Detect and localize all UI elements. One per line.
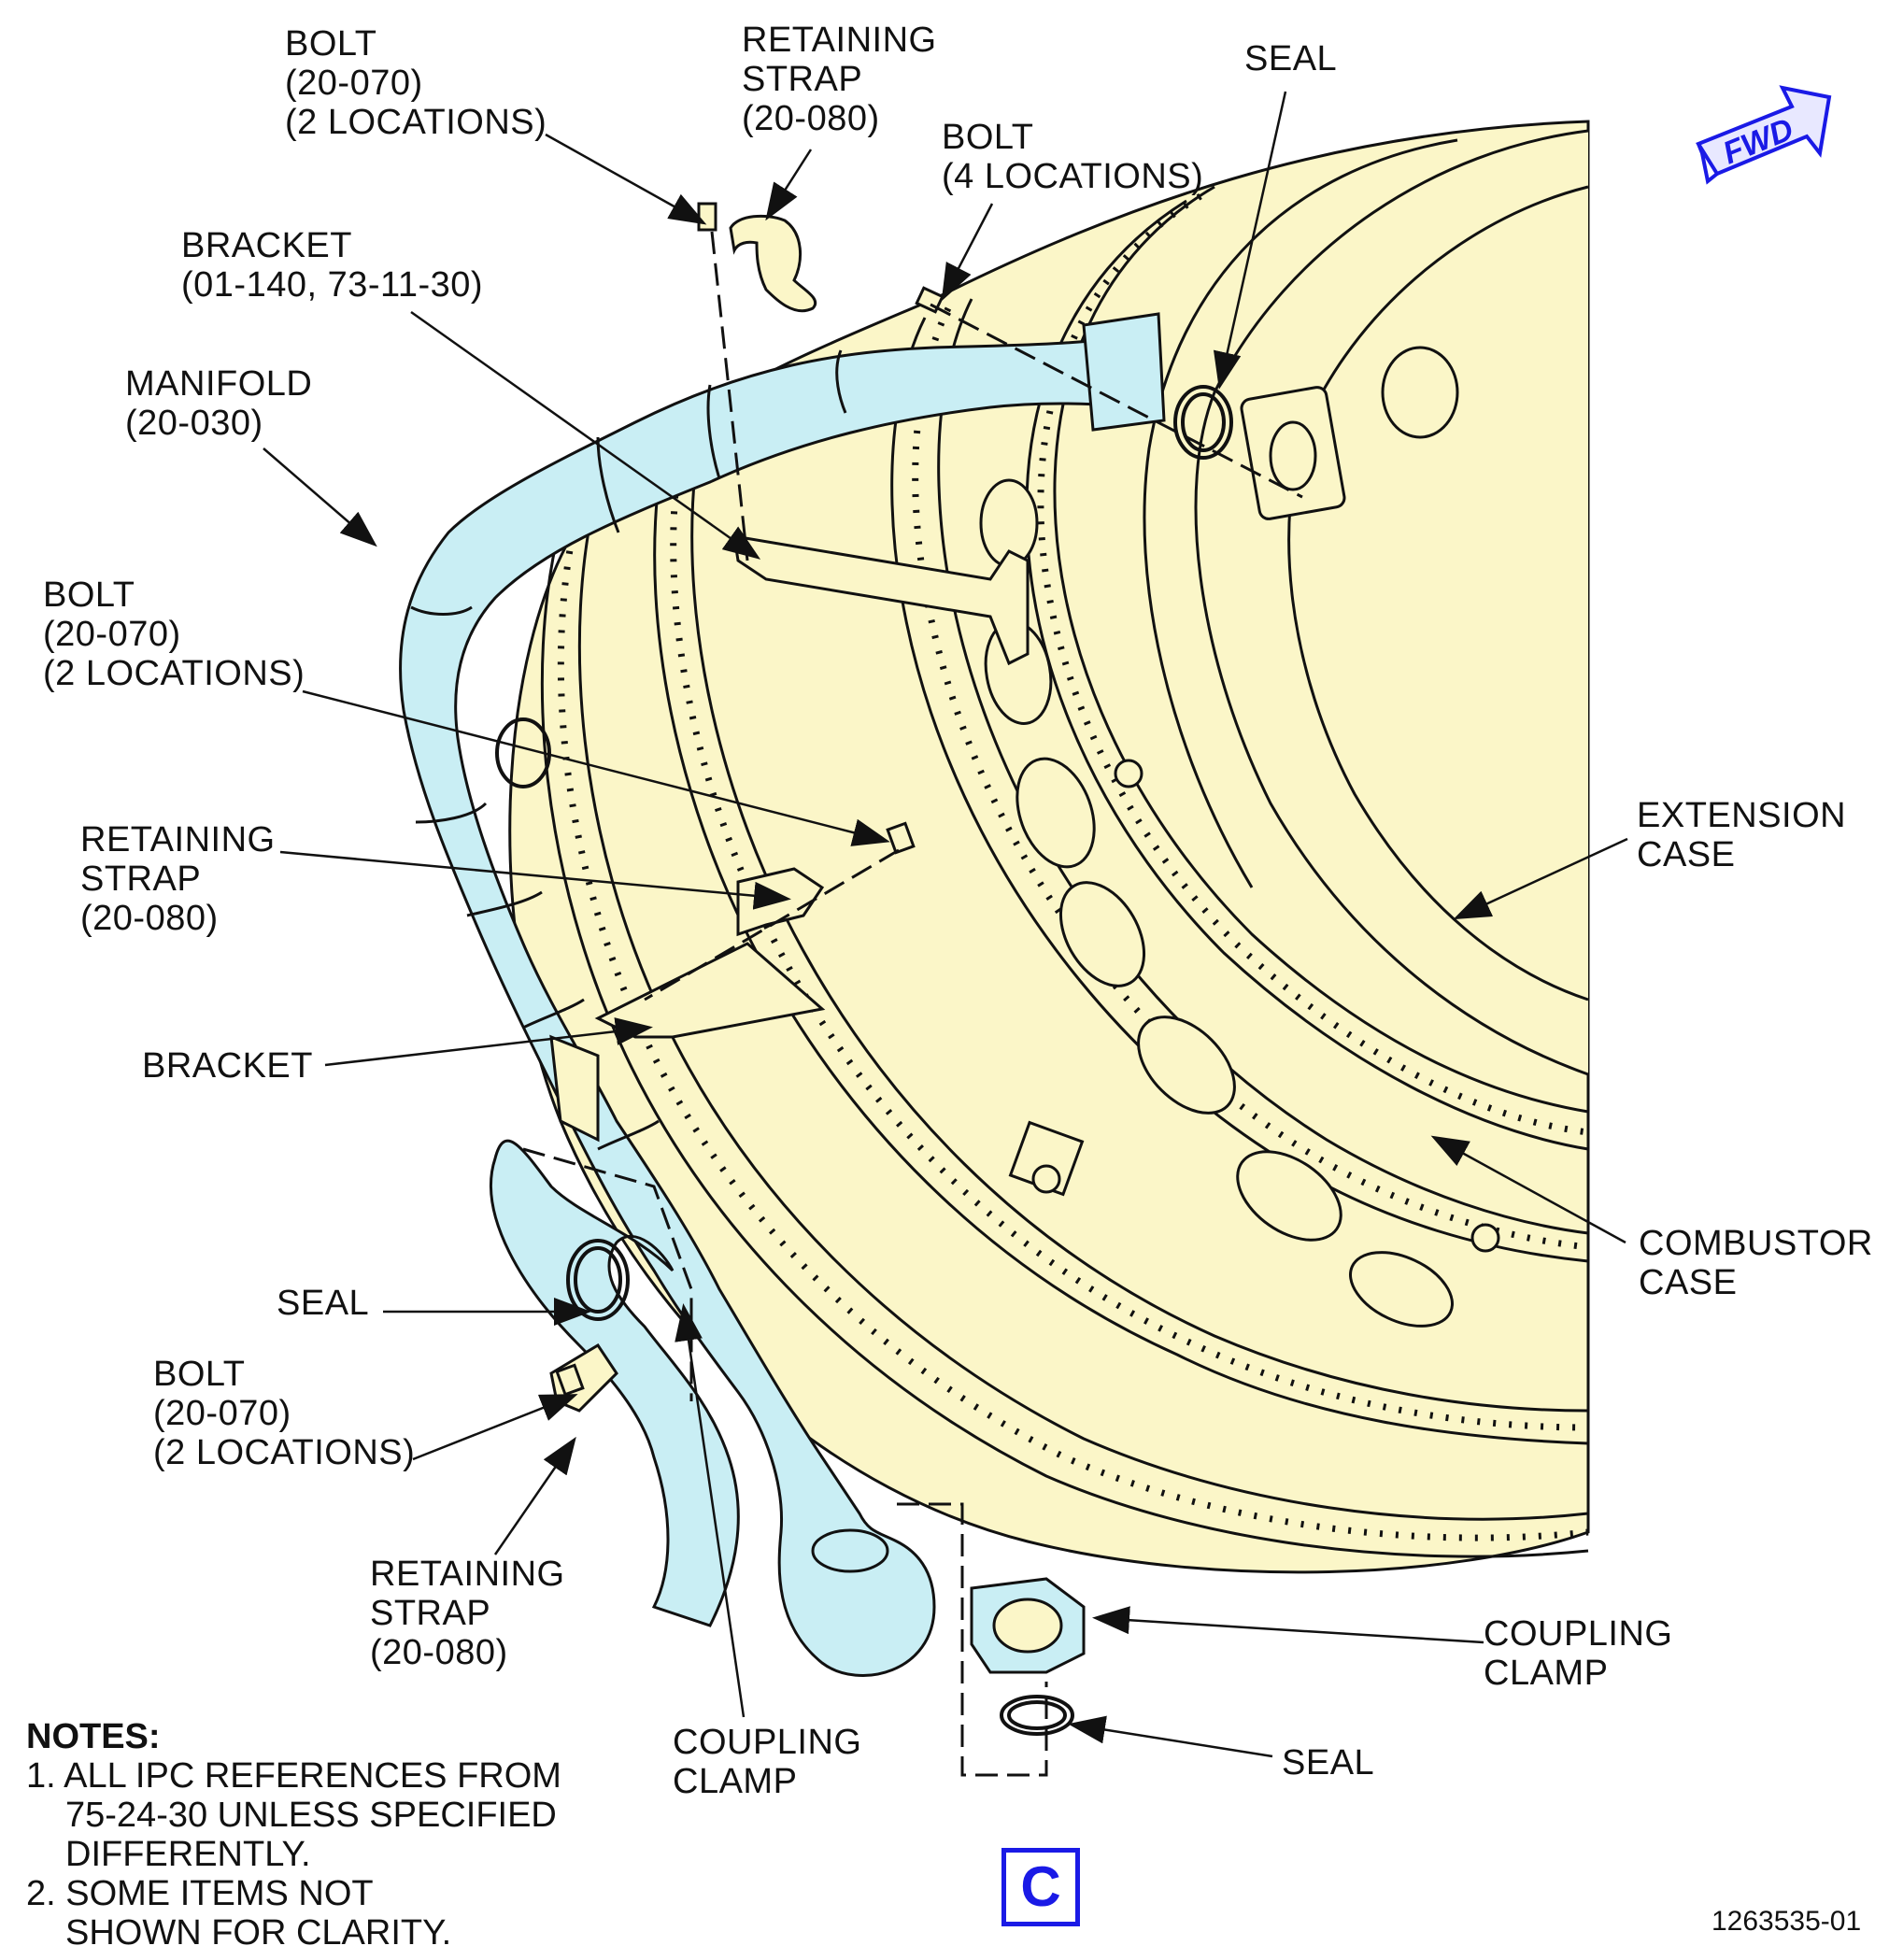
combustor-case-label: COMBUSTOR CASE (1639, 1224, 1873, 1302)
assembly-lines (522, 231, 1303, 1777)
brackets (549, 214, 1030, 1413)
bracket-top-label: BRACKET (01-140, 73-11-30) (181, 226, 484, 305)
bracket-mid-label: BRACKET (142, 1046, 313, 1086)
case-ports (979, 346, 1500, 1328)
bolt-top-label: BOLT (20-070) (2 LOCATIONS) (285, 24, 547, 142)
note-item-1: 1. ALL IPC REFERENCES FROM 75-24-30 UNLE… (26, 1756, 561, 1874)
seals (495, 385, 1233, 1736)
retaining-strap-mid-label: RETAINING STRAP (20-080) (80, 820, 276, 938)
note-item-2: 2. SOME ITEMS NOT SHOWN FOR CLARITY. (26, 1874, 452, 1953)
retaining-strap-top-label: RETAINING STRAP (20-080) (742, 21, 937, 138)
retaining-strap-low-label: RETAINING STRAP (20-080) (370, 1555, 565, 1672)
notes-heading: NOTES: (26, 1717, 161, 1756)
leader-lines (263, 91, 1628, 1758)
coupling-clamp (970, 1577, 1086, 1674)
manifold-label: MANIFOLD (20-030) (125, 364, 313, 443)
manifold-tube (399, 312, 1166, 1677)
view-label: C (1001, 1848, 1080, 1926)
seal-left-label: SEAL (277, 1284, 370, 1323)
bolt-4-locations-label: BOLT (4 LOCATIONS) (942, 118, 1204, 196)
extension-case-label: EXTENSION CASE (1637, 796, 1847, 874)
fwd-arrow-icon: FWD (1696, 85, 1832, 185)
seal-bottom-label: SEAL (1282, 1743, 1375, 1782)
coupling-clamp-bottom-label: COUPLING CLAMP (673, 1723, 862, 1801)
notes: NOTES: 1. ALL IPC REFERENCES FROM 75-24-… (26, 1717, 598, 1953)
bolt-mid-label: BOLT (20-070) (2 LOCATIONS) (43, 575, 305, 693)
seal-top-label: SEAL (1244, 39, 1338, 78)
coupling-clamp-right-label: COUPLING CLAMP (1484, 1614, 1673, 1693)
bolt-low-label: BOLT (20-070) (2 LOCATIONS) (153, 1355, 416, 1472)
figure-number: 1263535-01 (1711, 1906, 1862, 1937)
